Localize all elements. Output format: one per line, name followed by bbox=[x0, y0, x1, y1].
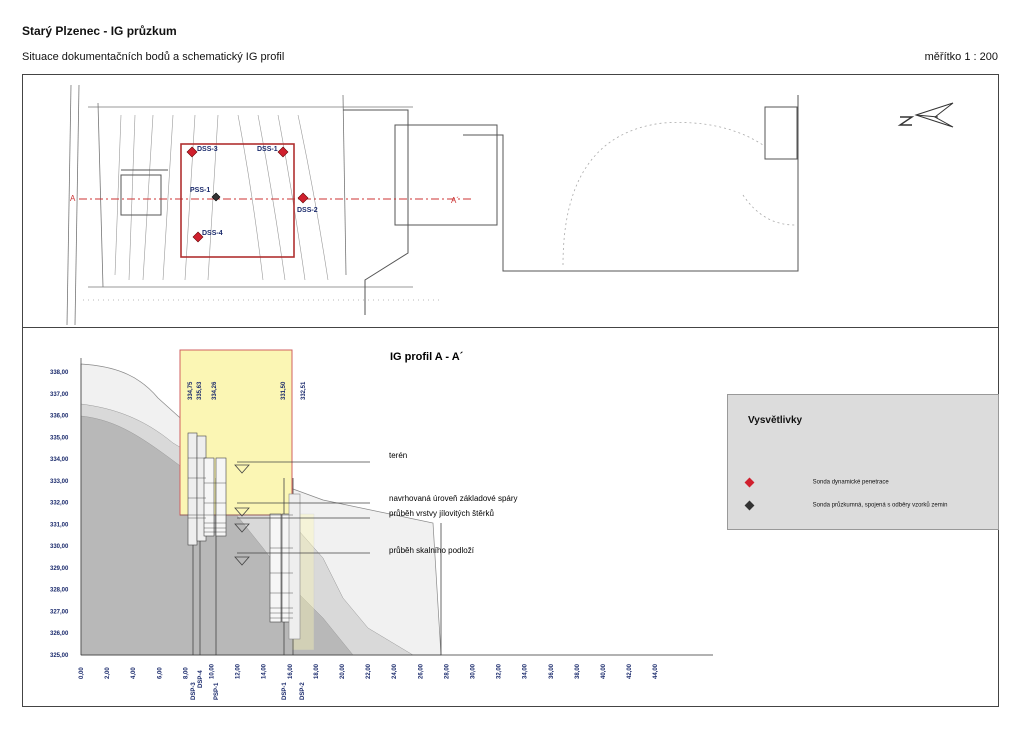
plan-frame: A A´ DSS-3 DSS-1 PSS-1 DSS-2 DSS-4 bbox=[22, 74, 999, 328]
y-tick-label: 327,00 bbox=[50, 609, 69, 615]
y-tick-label: 336,00 bbox=[50, 414, 69, 420]
x-tick-label: 10,00 bbox=[210, 663, 216, 679]
probe-top-psp1: 334,26 bbox=[212, 381, 218, 400]
page-title: Starý Plzenec - IG průzkum bbox=[22, 24, 177, 38]
profile-frame: terén navrhovaná úroveň základové spáry … bbox=[22, 327, 999, 707]
y-tick-label: 335,00 bbox=[50, 435, 69, 441]
legend-box: Vysvětlivky Sonda dynamické penetrace So… bbox=[727, 394, 999, 530]
x-tick-label: 8,00 bbox=[183, 667, 189, 679]
point-label: DSS-4 bbox=[202, 230, 223, 237]
probe-label-dsp2: DSP-2 bbox=[300, 682, 306, 700]
annotation-gravel: průběh vrstvy jílovitých štěrků bbox=[389, 509, 494, 518]
x-tick-label: 40,00 bbox=[601, 663, 607, 679]
probe-top-dsp1: 331,50 bbox=[281, 381, 287, 400]
probe-column-dsp3 bbox=[187, 432, 198, 546]
probe-top-dsp2: 332,51 bbox=[301, 381, 307, 400]
y-tick-label: 332,00 bbox=[50, 501, 69, 507]
x-tick-label: 42,00 bbox=[627, 663, 633, 679]
x-tick-label: 24,00 bbox=[392, 663, 398, 679]
probe-label-dsp3: DSP-3 bbox=[191, 682, 197, 700]
probe-top-dsp3: 334,75 bbox=[188, 381, 194, 400]
x-tick-label: 2,00 bbox=[105, 667, 111, 679]
x-tick-label: 20,00 bbox=[340, 663, 346, 679]
x-tick-label: 26,00 bbox=[418, 663, 424, 679]
annotation-bedrock: průběh skalního podloží bbox=[389, 546, 475, 555]
x-tick-label: 44,00 bbox=[653, 663, 659, 679]
probe-column-psp1 bbox=[203, 457, 227, 537]
survey-point-dss2: DSS-2 bbox=[297, 192, 318, 214]
legend-item-survey: Sonda průzkumná, spojená s odběry vzorků… bbox=[744, 500, 996, 511]
survey-point-dss4: DSS-4 bbox=[192, 230, 223, 243]
probe-top-dsp4: 335,63 bbox=[197, 381, 203, 400]
profile-title: IG profil A - A´ bbox=[390, 351, 464, 363]
y-tick-label: 326,00 bbox=[50, 631, 69, 637]
x-tick-label: 28,00 bbox=[444, 663, 450, 679]
point-label: DSS-1 bbox=[257, 146, 278, 153]
y-tick-label: 334,00 bbox=[50, 457, 69, 463]
point-label: PSS-1 bbox=[190, 187, 210, 194]
y-tick-label: 329,00 bbox=[50, 566, 69, 572]
legend-label: Sonda dynamické penetrace bbox=[812, 479, 889, 486]
section-end-label: A´ bbox=[451, 196, 459, 205]
legend-label: Sonda průzkumná, spojená s odběry vzorků… bbox=[812, 502, 948, 509]
x-tick-label: 0,00 bbox=[79, 667, 85, 679]
diamond-dark-icon bbox=[744, 500, 755, 511]
annotation-terrain: terén bbox=[389, 451, 407, 460]
x-tick-label: 32,00 bbox=[497, 663, 503, 679]
section-start-label: A bbox=[70, 194, 76, 203]
probe-label-dsp1: DSP-1 bbox=[282, 682, 288, 700]
x-tick-label: 18,00 bbox=[314, 663, 320, 679]
diamond-red-icon bbox=[744, 477, 755, 488]
point-label: DSS-3 bbox=[197, 146, 218, 153]
y-tick-label: 337,00 bbox=[50, 392, 69, 398]
y-tick-label: 338,00 bbox=[50, 370, 69, 376]
y-tick-label: 328,00 bbox=[50, 588, 69, 594]
y-tick-label: 325,00 bbox=[50, 653, 69, 659]
x-tick-label: 36,00 bbox=[549, 663, 555, 679]
x-tick-label: 6,00 bbox=[157, 667, 163, 679]
ig-profile: terén navrhovaná úroveň základové spáry … bbox=[50, 349, 713, 700]
annotation-foundation: navrhovaná úroveň základové spáry bbox=[389, 494, 518, 503]
site-plan: A A´ DSS-3 DSS-1 PSS-1 DSS-2 DSS-4 bbox=[66, 84, 954, 326]
probe-label-dsp4: DSP-4 bbox=[198, 670, 204, 688]
y-tick-label: 333,00 bbox=[50, 479, 69, 485]
y-tick-label: 330,00 bbox=[50, 544, 69, 550]
page-subtitle: Situace dokumentačních bodů a schematick… bbox=[22, 51, 285, 63]
building-outline bbox=[180, 143, 295, 258]
point-label: DSS-2 bbox=[297, 207, 318, 214]
scale-label: měřítko 1 : 200 bbox=[924, 51, 998, 63]
probe-label-psp1: PSP-1 bbox=[214, 682, 220, 700]
x-tick-label: 4,00 bbox=[131, 667, 137, 679]
survey-point-pss1: PSS-1 bbox=[190, 187, 221, 202]
legend-title: Vysvětlivky bbox=[748, 415, 803, 426]
x-tick-label: 12,00 bbox=[236, 663, 242, 679]
survey-point-dss1: DSS-1 bbox=[257, 146, 289, 158]
probe-column-dsp2 bbox=[288, 493, 301, 640]
x-tick-label: 16,00 bbox=[288, 663, 294, 679]
x-tick-label: 22,00 bbox=[366, 663, 372, 679]
legend-item-dynamic: Sonda dynamické penetrace bbox=[744, 477, 996, 488]
x-tick-label: 34,00 bbox=[523, 663, 529, 679]
x-tick-label: 30,00 bbox=[471, 663, 477, 679]
survey-point-dss3: DSS-3 bbox=[186, 146, 218, 158]
y-tick-label: 331,00 bbox=[50, 522, 69, 528]
north-arrow-icon bbox=[897, 102, 954, 128]
x-tick-label: 38,00 bbox=[575, 663, 581, 679]
x-tick-label: 14,00 bbox=[262, 663, 268, 679]
